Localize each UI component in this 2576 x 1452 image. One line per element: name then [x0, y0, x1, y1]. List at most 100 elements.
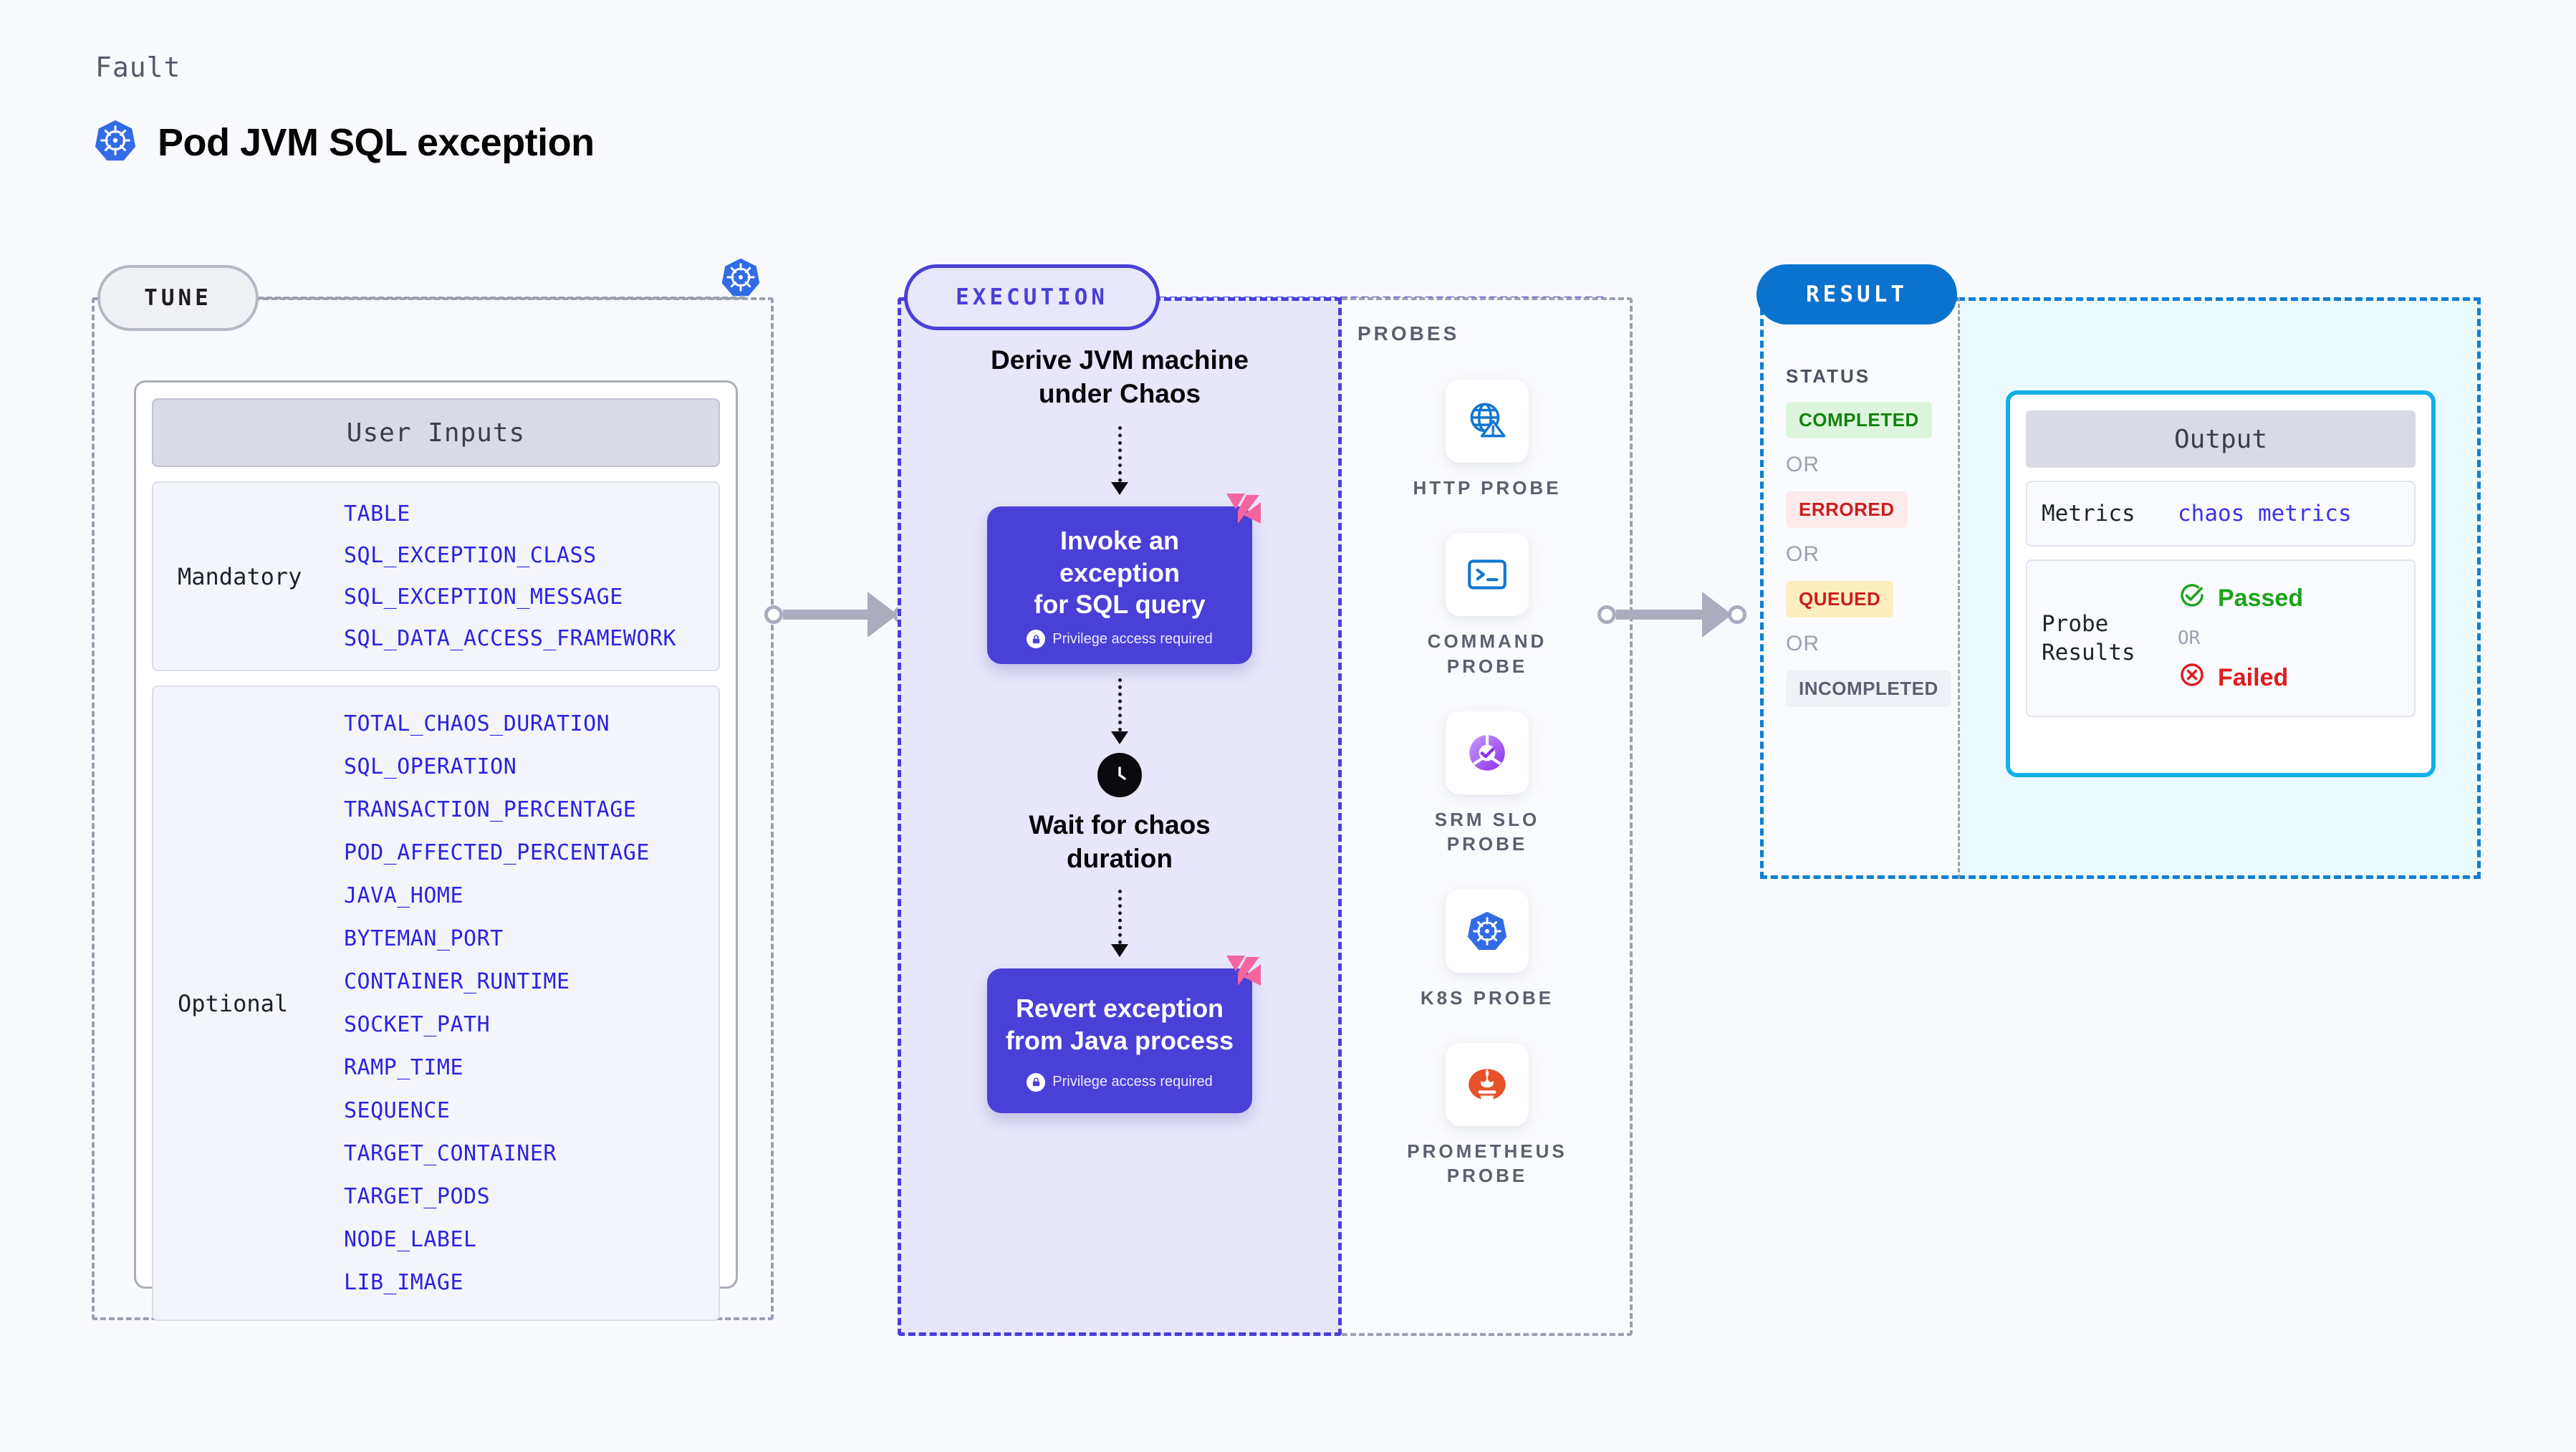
status-title: STATUS [1786, 365, 1871, 387]
harness-logo-icon [1222, 953, 1265, 996]
x-circle-icon [2178, 660, 2206, 696]
connector-bar [783, 610, 869, 620]
kubernetes-icon [93, 118, 138, 166]
probes-panel [1342, 297, 1633, 1336]
action-subtitle-row: Privilege access required [999, 1072, 1241, 1092]
execution-action-invoke[interactable]: Invoke an exception for SQL query Privil… [987, 494, 1261, 665]
output-header: Output [2026, 410, 2416, 468]
optional-label: Optional [178, 989, 289, 1017]
probe-label: HTTP PROBE [1413, 477, 1562, 499]
param-item[interactable]: TABLE [344, 501, 410, 527]
param-item[interactable]: CONTAINER_RUNTIME [344, 969, 570, 994]
probes-title: PROBES [1357, 322, 1460, 345]
action-subtitle: Privilege access required [1052, 630, 1213, 647]
param-item[interactable]: TARGET_CONTAINER [344, 1141, 557, 1166]
connector-probes-to-result [1597, 592, 1746, 638]
execution-action-revert[interactable]: Revert exception from Java process Privi… [987, 956, 1261, 1113]
probe-label: SRM SLO PROBE [1434, 808, 1540, 855]
execution-flow: Derive JVM machine under Chaos Invoke an… [898, 344, 1342, 1113]
slo-donut-icon [1445, 711, 1529, 794]
user-inputs-header: User Inputs [152, 398, 720, 467]
connector-dot [1597, 605, 1616, 624]
status-badge-completed: COMPLETED [1786, 402, 1932, 438]
param-item[interactable]: TARGET_PODS [344, 1184, 491, 1209]
status-list: STATUS COMPLETED OR ERRORED OR QUEUED OR… [1786, 365, 1951, 707]
param-item[interactable]: TOTAL_CHAOS_DURATION [344, 711, 610, 736]
probe-label: K8S PROBE [1420, 986, 1554, 1009]
mandatory-label: Mandatory [178, 562, 302, 590]
connector-tune-to-execution [764, 592, 912, 638]
param-item[interactable]: TRANSACTION_PERCENTAGE [344, 797, 637, 822]
harness-logo-icon [1222, 491, 1265, 534]
tune-panel: User Inputs Mandatory TABLE SQL_EXCEPTIO… [92, 297, 774, 1321]
status-or: OR [1786, 542, 1820, 566]
param-item[interactable]: JAVA_HOME [344, 883, 464, 908]
clock-icon [1097, 753, 1142, 798]
output-probe-results-key: Probe Results [2042, 611, 2135, 666]
action-subtitle: Privilege access required [1052, 1074, 1213, 1090]
execution-wait-text: Wait for chaos duration [1029, 810, 1211, 873]
probe-item-command[interactable]: COMMAND PROBE [1428, 533, 1547, 678]
status-or: OR [1786, 453, 1820, 476]
action-title: Invoke an exception for SQL query [1034, 526, 1206, 620]
probe-label: COMMAND PROBE [1427, 630, 1547, 677]
user-inputs-card: User Inputs Mandatory TABLE SQL_EXCEPTIO… [134, 380, 738, 1321]
page-eyebrow: Fault [95, 52, 181, 83]
output-metrics-value[interactable]: chaos metrics [2178, 501, 2352, 527]
flow-arrow [1111, 890, 1128, 958]
param-item[interactable]: SOCKET_PATH [344, 1012, 491, 1037]
connector-dot [1728, 605, 1746, 624]
check-circle-icon [2178, 581, 2206, 616]
param-item[interactable]: NODE_LABEL [344, 1227, 477, 1252]
probe-result-failed-label: Failed [2218, 664, 2289, 692]
lock-icon [1027, 1072, 1046, 1092]
action-title: Revert exception from Java process [1005, 994, 1234, 1055]
probe-result-failed: Failed [2178, 660, 2303, 696]
status-badge-queued: QUEUED [1786, 581, 1894, 617]
output-card: Output Metrics chaos metrics Probe Resul… [2006, 390, 2436, 777]
tune-pill-label[interactable]: TUNE [97, 265, 259, 331]
param-item[interactable]: SQL_EXCEPTION_MESSAGE [344, 585, 623, 610]
mandatory-group: Mandatory TABLE SQL_EXCEPTION_CLASS SQL_… [152, 481, 720, 671]
param-item[interactable]: BYTEMAN_PORT [344, 926, 504, 951]
optional-group: Optional TOTAL_CHAOS_DURATION SQL_OPERAT… [152, 686, 720, 1321]
probe-item-srm-slo[interactable]: SRM SLO PROBE [1435, 711, 1539, 857]
param-item[interactable]: SQL_DATA_ACCESS_FRAMEWORK [344, 626, 677, 651]
connector-dot [764, 605, 783, 624]
flow-arrow [1111, 678, 1128, 745]
connector-arrowhead [868, 592, 898, 638]
param-item[interactable]: LIB_IMAGE [344, 1270, 464, 1295]
output-probe-results-row: Probe Results Passed OR [2026, 559, 2416, 718]
param-item[interactable]: SQL_EXCEPTION_CLASS [344, 543, 597, 568]
page-title: Pod JVM SQL exception [158, 120, 595, 164]
param-item[interactable]: SEQUENCE [344, 1098, 451, 1123]
terminal-icon [1446, 533, 1529, 617]
result-panel-divider [1958, 297, 1960, 879]
status-badge-errored: ERRORED [1786, 491, 1908, 528]
globe-warning-icon [1445, 380, 1529, 463]
param-item[interactable]: POD_AFFECTED_PERCENTAGE [344, 840, 650, 865]
probe-item-prometheus[interactable]: PROMETHEUS PROBE [1407, 1042, 1567, 1188]
probe-item-http[interactable]: HTTP PROBE [1413, 380, 1561, 500]
param-item[interactable]: SQL_OPERATION [344, 754, 517, 779]
probes-list: HTTP PROBE COMMAND PROBE [1342, 380, 1633, 1188]
connector-bar [1616, 610, 1703, 620]
kubernetes-icon [720, 256, 761, 302]
param-item[interactable]: RAMP_TIME [344, 1055, 464, 1080]
execution-pill-label[interactable]: EXECUTION [904, 264, 1160, 330]
probe-item-k8s[interactable]: K8S PROBE [1420, 889, 1554, 1010]
result-pill-label[interactable]: RESULT [1756, 264, 1957, 324]
probe-result-or: OR [2178, 628, 2201, 650]
lock-icon [1027, 630, 1046, 649]
prometheus-icon [1446, 1042, 1529, 1126]
probe-result-passed-label: Passed [2218, 585, 2304, 612]
probe-label: PROMETHEUS PROBE [1407, 1140, 1567, 1187]
probe-result-passed: Passed [2178, 581, 2303, 616]
output-metrics-row: Metrics chaos metrics [2026, 481, 2416, 547]
action-subtitle-row: Privilege access required [999, 630, 1241, 649]
kubernetes-icon [1445, 889, 1529, 973]
page-title-row: Pod JVM SQL exception [93, 118, 595, 166]
flow-arrow [1111, 426, 1128, 496]
output-metrics-key: Metrics [2042, 501, 2135, 527]
